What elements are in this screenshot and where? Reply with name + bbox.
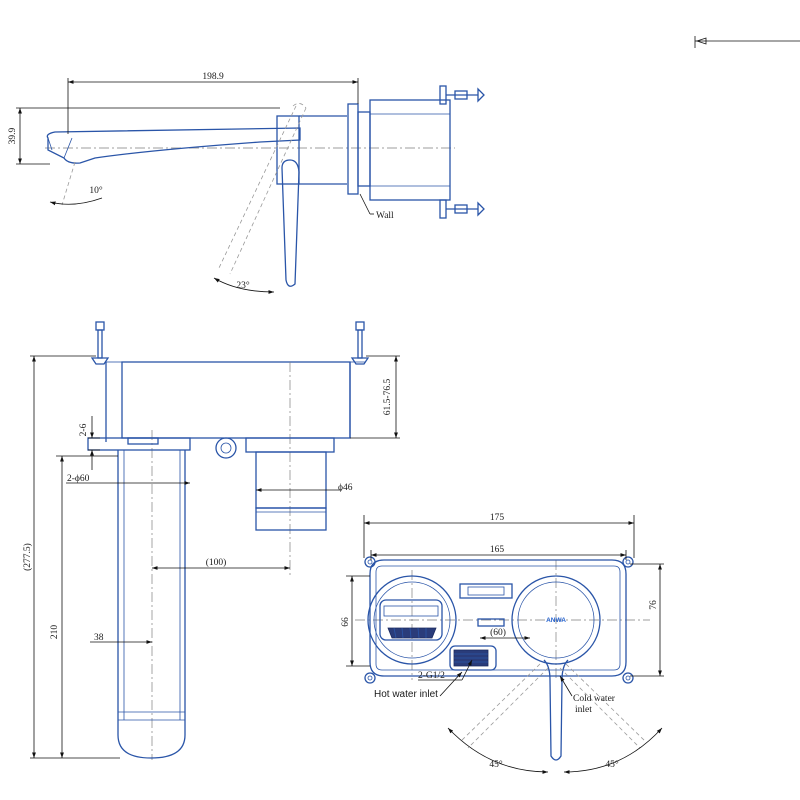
arc-45deg-left	[447, 727, 549, 774]
label-66: 66	[341, 617, 351, 627]
label-23deg: 23°	[236, 280, 250, 291]
side-screw-bottom	[439, 199, 485, 219]
label-cold-water-inlet-1: Cold water	[573, 694, 616, 704]
label-61-5-76-5: 61.5-76.5	[383, 379, 393, 416]
label-wall: Wall	[376, 211, 394, 221]
plate-top-clip	[459, 583, 513, 599]
arc-10deg	[49, 197, 103, 206]
label-60: (60)	[490, 627, 506, 638]
side-spout-ghost	[61, 161, 76, 206]
arc-23deg	[213, 277, 275, 294]
front-view: 61.5-76.5 (277.5) 210 2-6 2-ϕ60 ϕ46 (100…	[22, 321, 400, 760]
front-screw-left	[90, 321, 110, 442]
plate-left-diverter	[379, 599, 443, 641]
side-housing	[357, 111, 371, 187]
front-spout-tube	[117, 450, 186, 759]
label-45deg-right: 45°	[605, 759, 619, 770]
label-165: 165	[490, 545, 505, 555]
plate-right-ring	[511, 575, 601, 665]
plate-view: ANWA 175 165 66 76 (60)	[341, 513, 664, 774]
plate-left-grille	[387, 627, 437, 639]
front-screw-right	[349, 321, 370, 438]
plate-mounting-holes	[364, 556, 634, 684]
label-100: (100)	[206, 557, 227, 568]
label-2-6: 2-6	[79, 423, 89, 436]
label-hot-water-inlet: Hot water inlet	[374, 689, 438, 700]
label-210: 210	[50, 625, 60, 640]
label-39-9: 39.9	[8, 127, 18, 144]
label-phi46: ϕ46	[338, 483, 353, 493]
side-flange	[347, 103, 359, 195]
side-screw-top	[439, 85, 485, 105]
plate-lever	[543, 659, 569, 761]
side-box	[369, 99, 451, 201]
side-lever-ghost	[217, 105, 307, 275]
brand-label: ANWA	[546, 617, 566, 624]
label-198-9: 198.9	[202, 72, 224, 82]
label-38: 38	[94, 633, 104, 643]
plate-lever-ghost	[459, 663, 647, 749]
plate-left-ring	[367, 575, 457, 665]
label-76: 76	[649, 600, 659, 610]
side-escutcheon	[276, 115, 300, 185]
front-box	[121, 361, 351, 439]
side-spout	[46, 127, 301, 164]
plate-outline	[369, 559, 627, 677]
side-lever	[281, 159, 300, 287]
plate-hot-inlet	[449, 645, 497, 671]
label-277-5: (277.5)	[22, 543, 33, 571]
plate-slot	[477, 618, 505, 627]
label-2-g1-2: 2-G1/2	[418, 671, 445, 681]
label-cold-water-inlet-2: inlet	[575, 705, 592, 715]
front-knob	[215, 437, 237, 459]
arc-45deg-right	[563, 727, 663, 774]
label-45deg-left: 45°	[489, 759, 503, 770]
side-view: 198.9 39.9 10° 23° Wall	[8, 36, 800, 294]
label-2-phi60: 2-ϕ60	[67, 474, 90, 484]
label-175: 175	[490, 513, 505, 523]
label-10deg: 10°	[89, 185, 103, 196]
